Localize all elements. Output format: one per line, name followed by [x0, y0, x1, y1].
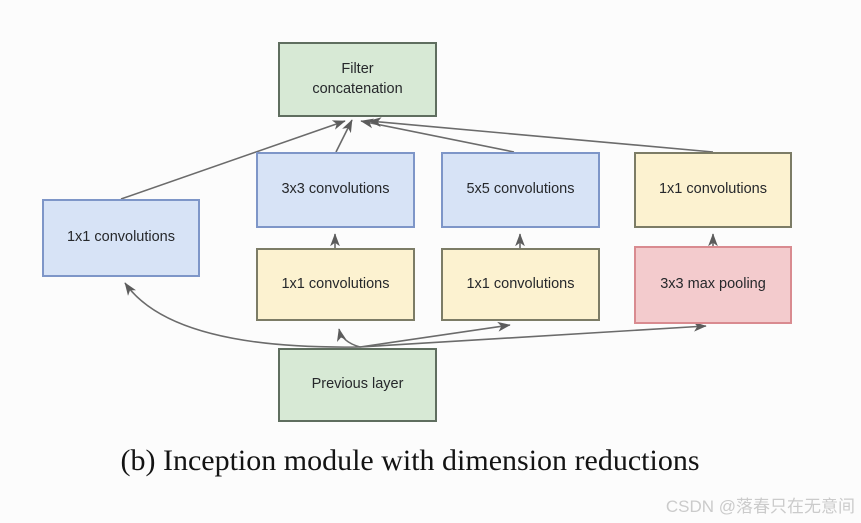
node-1x1-convolutions-left: 1x1 convolutions: [42, 199, 200, 277]
node-label: 1x1 convolutions: [466, 275, 575, 292]
node-3x3-max-pooling: 3x3 max pooling: [634, 246, 792, 324]
node-label: 1x1 convolutions: [658, 181, 767, 198]
edge-previous-to-maxpool: [359, 321, 707, 348]
node-label: Filter concatenation: [312, 60, 403, 97]
node-filter-concatenation: Filter concatenation: [278, 42, 437, 117]
edge-previous-to-conv1-mid1: [336, 328, 361, 348]
node-1x1-convolutions-mid1: 1x1 convolutions: [256, 248, 415, 321]
node-label: Previous layer: [311, 376, 404, 393]
edge-conv5-to-filter: [360, 118, 515, 153]
edge-conv3-to-filter: [335, 119, 353, 153]
node-5x5-convolutions: 5x5 convolutions: [441, 152, 600, 228]
node-previous-layer: Previous layer: [278, 348, 437, 422]
edge-conv1-right-to-filter: [368, 117, 714, 153]
node-label: 3x3 convolutions: [281, 181, 390, 198]
edge-previous-to-conv1-left: [124, 282, 361, 348]
node-1x1-convolutions-right: 1x1 convolutions: [634, 152, 792, 228]
node-1x1-convolutions-mid2: 1x1 convolutions: [441, 248, 600, 321]
node-label: 5x5 convolutions: [466, 181, 575, 198]
node-3x3-convolutions: 3x3 convolutions: [256, 152, 415, 228]
node-label: 3x3 max pooling: [660, 276, 766, 293]
node-label: 1x1 convolutions: [66, 229, 175, 246]
node-label: 1x1 convolutions: [281, 275, 390, 292]
csdn-watermark: CSDN @落春只在无意间: [665, 497, 855, 516]
edge-conv1-left-to-filter: [120, 120, 346, 200]
figure-caption: (b) Inception module with dimension redu…: [120, 444, 700, 477]
edge-previous-to-conv1-mid2: [359, 321, 511, 348]
